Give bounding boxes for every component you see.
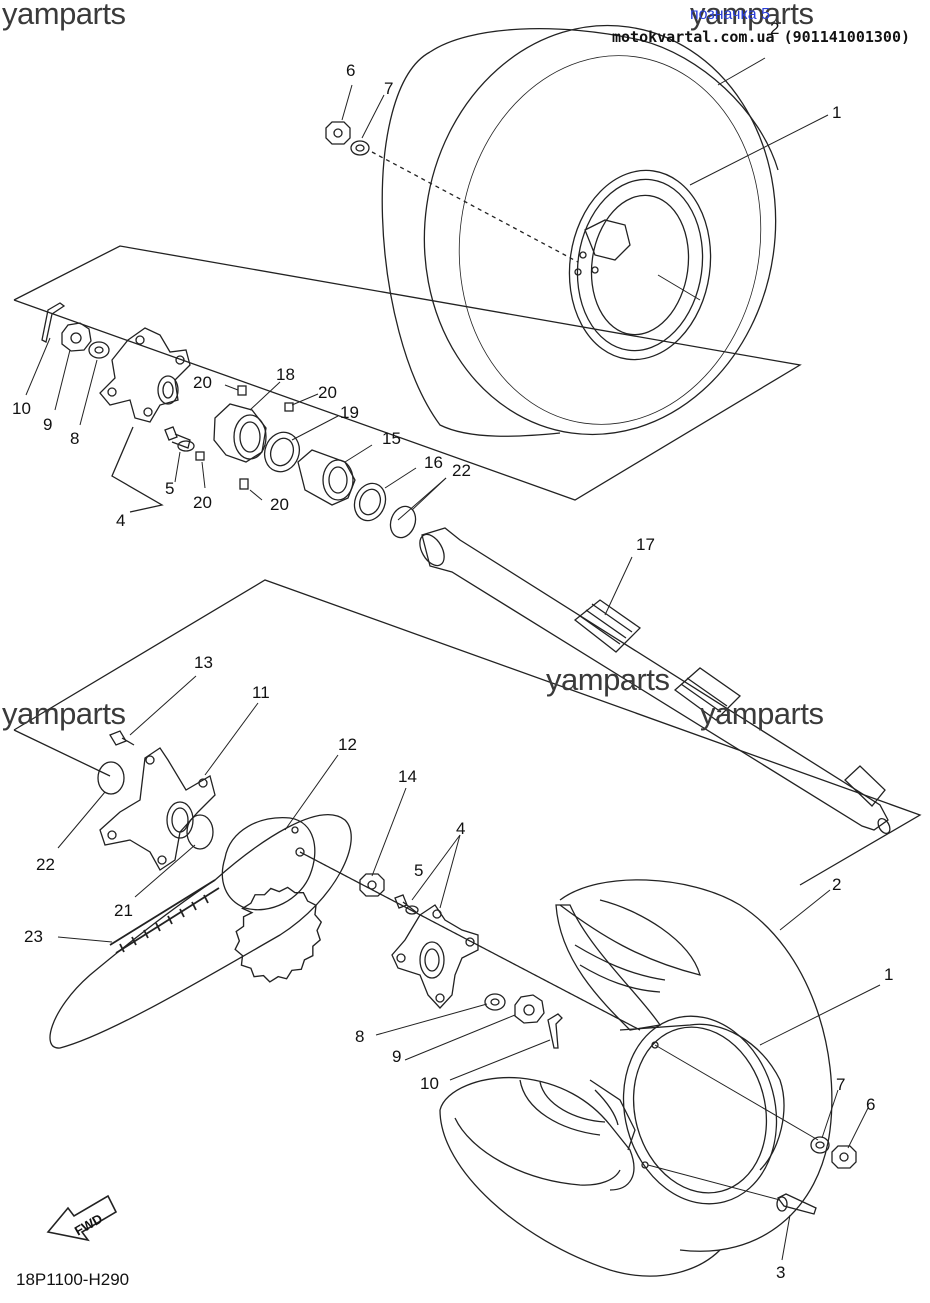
axle-holder xyxy=(195,385,294,490)
callout-upper-nut: 6 xyxy=(346,61,355,80)
callout-circlip-22-upper: 22 xyxy=(452,461,471,480)
lower-lug-nut xyxy=(831,1145,857,1169)
callout-oring-21: 21 xyxy=(114,901,133,920)
lower-lug-washer xyxy=(810,1136,830,1154)
oring-22-lower xyxy=(97,761,125,795)
callout-castle-nut-upper: 9 xyxy=(43,415,52,434)
callout-lower-washer: 7 xyxy=(836,1075,845,1094)
callout-lower-rim: 1 xyxy=(884,965,893,984)
cotter-pin-upper xyxy=(41,302,66,343)
seal-19 xyxy=(263,431,301,473)
oring-21 xyxy=(186,814,214,850)
callout-axle-17: 17 xyxy=(636,535,655,554)
circlip-22-upper xyxy=(389,505,417,539)
callout-lower-tire: 2 xyxy=(832,875,841,894)
castle-nut-lower xyxy=(514,994,545,1024)
callout-cotter-pin-upper: 10 xyxy=(12,399,31,418)
callout-washer-upper: 8 xyxy=(70,429,79,448)
hub-lower xyxy=(391,904,479,1009)
callout-upper-washer: 7 xyxy=(384,79,393,98)
callout-valve-3: 3 xyxy=(776,1263,785,1282)
callout-sprocket-12: 12 xyxy=(338,735,357,754)
leader-lines xyxy=(25,57,881,1261)
cotter-pin-lower xyxy=(547,1013,563,1049)
valve-stem xyxy=(776,1193,817,1215)
callout-axle-holder: 18 xyxy=(276,365,295,384)
washer-lower xyxy=(484,993,506,1011)
bearing-15 xyxy=(297,449,356,506)
callout-seal-16: 16 xyxy=(424,453,443,472)
upper-group-frame xyxy=(13,245,802,501)
hub-upper-bracket xyxy=(111,426,164,513)
callout-bolt-upper: 5 xyxy=(165,479,174,498)
callout-set-screw-a: 20 xyxy=(193,373,212,392)
fwd-arrow-icon xyxy=(46,1194,118,1242)
watermark: yamparts xyxy=(546,662,670,697)
seal-16 xyxy=(353,482,387,522)
callout-set-screw-b: 20 xyxy=(318,383,337,402)
callout-set-screw-c: 20 xyxy=(193,493,212,512)
watermark: yamparts xyxy=(2,0,126,31)
callout-hub-lower: 4 xyxy=(456,819,465,838)
callout-bolt-lower: 5 xyxy=(414,861,423,880)
hub-upper xyxy=(99,327,191,423)
sprocket-hub xyxy=(99,747,216,871)
callout-set-screw-d: 20 xyxy=(270,495,289,514)
bolt-13 xyxy=(109,730,135,746)
watermark: yamparts xyxy=(700,696,824,731)
lower-group-frame xyxy=(13,579,922,886)
callout-bearing-15: 15 xyxy=(382,429,401,448)
washer-upper xyxy=(88,341,110,359)
callout-washer-lower: 8 xyxy=(355,1027,364,1046)
upper-lug-washer xyxy=(350,140,370,156)
callout-sprocket-hub-11: 11 xyxy=(252,683,270,702)
callout-lower-nut: 6 xyxy=(866,1095,875,1114)
lower-wheel xyxy=(439,879,833,1277)
diagram-code: 18P1100-H290 xyxy=(16,1270,130,1289)
watermark: yamparts xyxy=(690,0,814,31)
castle-nut-upper xyxy=(61,322,92,352)
callout-hub-upper: 4 xyxy=(116,511,125,530)
watermark: yamparts xyxy=(2,696,126,731)
hub-bolt-lower xyxy=(394,894,419,915)
callout-seal-19: 19 xyxy=(340,403,359,422)
callout-nut-14: 14 xyxy=(398,767,417,786)
header-link[interactable]: позначка 5 xyxy=(690,6,771,23)
callout-oring-22-lower: 22 xyxy=(36,855,55,874)
drive-chain xyxy=(109,879,220,954)
callout-bolt-13: 13 xyxy=(194,653,213,672)
hub-bolt-upper xyxy=(164,426,195,452)
upper-wheel xyxy=(381,24,779,437)
chain-loop xyxy=(49,814,352,1049)
callout-upper-rim: 1 xyxy=(832,103,841,122)
callout-castle-nut-lower: 9 xyxy=(392,1047,401,1066)
rear-sprocket xyxy=(221,816,323,983)
site-label: motokvartal.com.ua (901141001300) xyxy=(612,28,911,46)
rear-axle xyxy=(419,527,891,835)
upper-lug-nut xyxy=(325,121,351,145)
callout-upper-tire: 2 xyxy=(770,19,779,38)
callout-chain-23: 23 xyxy=(24,927,43,946)
callout-cotter-pin-lower: 10 xyxy=(420,1074,439,1093)
